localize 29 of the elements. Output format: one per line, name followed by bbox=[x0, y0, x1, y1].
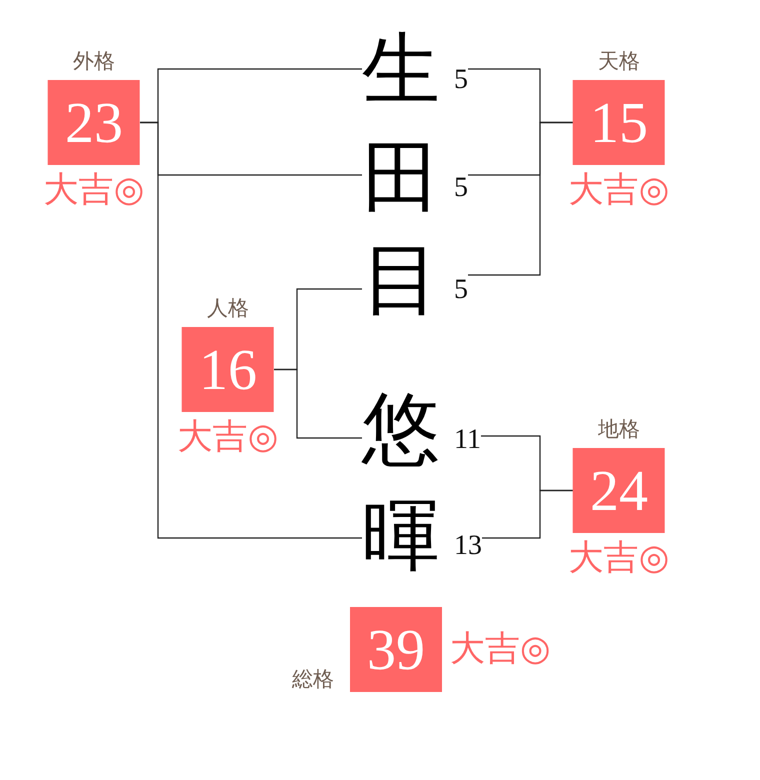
name-character: 悠 bbox=[362, 391, 440, 469]
stroke-count: 5 bbox=[454, 66, 468, 94]
fortune-category-label: 総格 bbox=[292, 666, 334, 692]
fortune-category-label: 外格 bbox=[73, 48, 115, 74]
fortune-category-label: 地格 bbox=[598, 416, 640, 442]
score-tile: 24 bbox=[573, 448, 665, 533]
fortune-verdict: 大吉◎ bbox=[178, 417, 278, 457]
bracket-line bbox=[468, 122, 573, 276]
bracket-line bbox=[482, 490, 573, 539]
stroke-count: 5 bbox=[454, 174, 468, 202]
fortune-verdict: 大吉◎ bbox=[568, 538, 670, 578]
stroke-count: 11 bbox=[454, 426, 481, 454]
fortune-verdict: 大吉◎ bbox=[450, 628, 551, 668]
fortune-verdict: 大吉◎ bbox=[44, 170, 144, 210]
bracket-line bbox=[274, 368, 362, 439]
name-character: 田 bbox=[362, 139, 440, 217]
score-tile: 15 bbox=[573, 80, 665, 165]
fortune-category-label: 天格 bbox=[598, 48, 640, 74]
fortune-verdict: 大吉◎ bbox=[568, 170, 670, 210]
fortune-category-label: 人格 bbox=[207, 295, 249, 321]
bracket-line bbox=[140, 122, 362, 539]
stroke-count: 13 bbox=[454, 532, 482, 560]
score-tile: 23 bbox=[48, 80, 140, 165]
score-tile: 16 bbox=[182, 327, 274, 412]
name-character: 暉 bbox=[362, 497, 440, 575]
name-character: 生 bbox=[362, 31, 440, 109]
name-character: 目 bbox=[362, 241, 440, 319]
score-tile: 39 bbox=[350, 607, 442, 692]
stroke-count: 5 bbox=[454, 276, 468, 304]
